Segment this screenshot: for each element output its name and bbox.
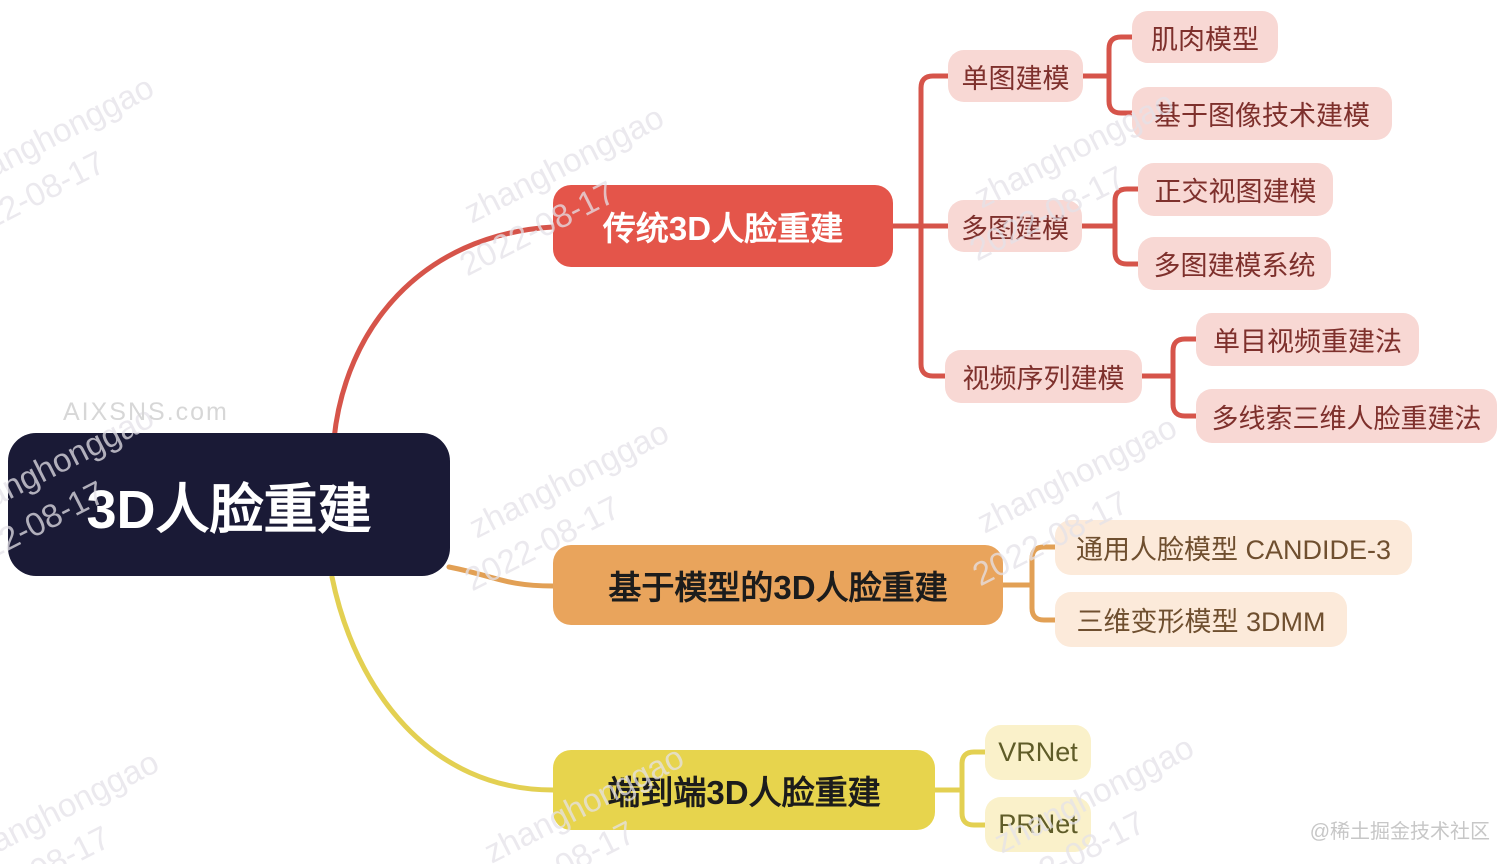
node-image-technique-based-modeling[interactable]: 基于图像技术建模	[1132, 87, 1392, 140]
node-orthogonal-view-modeling[interactable]: 正交视图建模	[1138, 163, 1333, 216]
link-single-trunk	[1106, 34, 1135, 116]
node-prnet[interactable]: PRNet	[985, 797, 1091, 852]
node-video-sequence-modeling[interactable]: 视频序列建模	[945, 350, 1142, 403]
branch-traditional-3d-face-reconstruction[interactable]: 传统3D人脸重建	[553, 185, 893, 267]
root-node[interactable]: 3D人脸重建	[8, 433, 450, 576]
branch-end-to-end-3d-face-reconstruction[interactable]: 端到端3D人脸重建	[553, 750, 935, 830]
node-generic-face-model-candide-3[interactable]: 通用人脸模型 CANDIDE-3	[1055, 520, 1412, 575]
link-multi-trunk	[1112, 186, 1141, 267]
node-muscle-model[interactable]: 肌肉模型	[1132, 11, 1278, 63]
node-single-image-modeling[interactable]: 单图建模	[948, 50, 1083, 102]
link-orange-trunk	[1029, 544, 1058, 623]
node-multi-image-modeling[interactable]: 多图建模	[948, 200, 1082, 252]
link-root-end-to-end	[329, 574, 556, 793]
link-video-trunk	[1170, 336, 1199, 419]
branch-model-based-3d-face-reconstruction[interactable]: 基于模型的3D人脸重建	[553, 545, 1003, 625]
node-vrnet[interactable]: VRNet	[985, 725, 1091, 780]
link-yellow-trunk	[959, 749, 988, 828]
link-root-model-based	[446, 564, 556, 589]
link-red-trunk	[918, 73, 951, 379]
node-monocular-video-reconstruction[interactable]: 单目视频重建法	[1196, 313, 1419, 366]
node-multi-cue-3d-face-reconstruction[interactable]: 多线索三维人脸重建法	[1196, 389, 1497, 443]
link-root-traditional	[331, 224, 556, 442]
node-multi-image-modeling-system[interactable]: 多图建模系统	[1138, 237, 1331, 290]
node-3d-morphable-model-3dmm[interactable]: 三维变形模型 3DMM	[1055, 592, 1347, 647]
